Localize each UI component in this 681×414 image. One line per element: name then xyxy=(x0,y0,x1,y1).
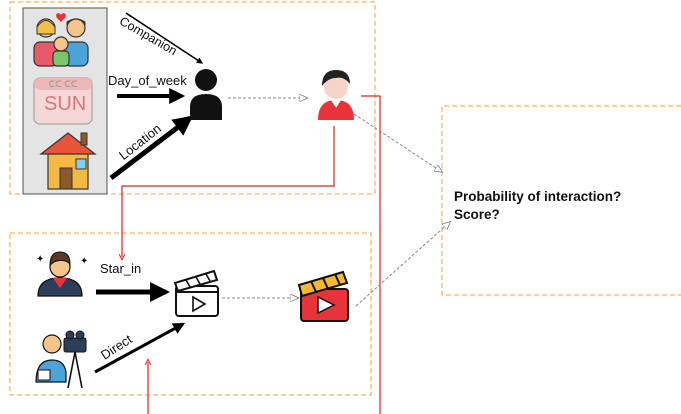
svg-text:ᑕᑕ ᑕᑕ: ᑕᑕ ᑕᑕ xyxy=(49,79,78,89)
probability-question: Probability of interaction? xyxy=(454,189,622,204)
red-connector-user-to-items xyxy=(122,126,335,257)
location-edge xyxy=(109,115,194,180)
movie-icon xyxy=(297,270,349,322)
item-box xyxy=(9,232,372,396)
red-connector-right xyxy=(361,95,381,414)
context-box xyxy=(9,1,376,195)
star-actor-icon: ✦ ✦ xyxy=(36,251,88,297)
user-silhouette-icon xyxy=(190,69,222,120)
clapperboard-icon xyxy=(173,269,219,317)
day-of-week-edge-label: Day_of_week xyxy=(108,73,187,88)
svg-text:✦: ✦ xyxy=(36,254,44,265)
person-to-result-edge xyxy=(353,113,442,172)
companion-edge xyxy=(125,12,204,64)
calendar-icon: ᑕᑕ ᑕᑕ xyxy=(33,77,93,125)
result-box xyxy=(441,105,681,296)
family-icon xyxy=(33,13,89,67)
person-user-icon xyxy=(318,70,354,120)
svg-text:✦: ✦ xyxy=(80,256,88,267)
movie-to-result-edge xyxy=(355,222,450,307)
result-question-text: Probability of interaction? Score? xyxy=(454,188,621,224)
director-icon xyxy=(35,330,87,389)
direct-edge xyxy=(94,322,186,374)
star-in-edge-label: Star_in xyxy=(100,261,142,276)
calendar-day-label: SUN xyxy=(44,93,87,115)
house-icon xyxy=(39,132,97,190)
score-question: Score? xyxy=(454,207,500,222)
